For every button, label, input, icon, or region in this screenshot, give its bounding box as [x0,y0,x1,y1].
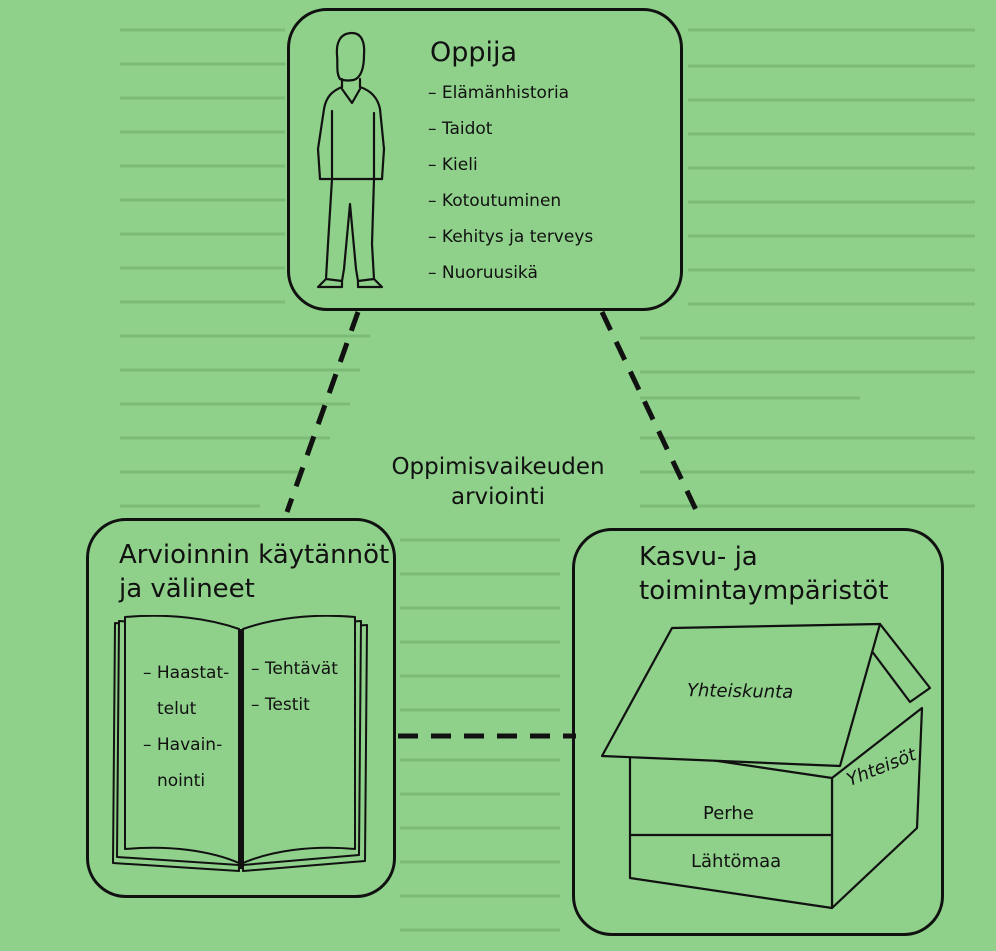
house-icon [600,622,932,910]
environments-box: Kasvu- ja toimintaympäristöt Yhteiskunta… [572,528,944,936]
learner-item: – Taidot [428,119,493,139]
center-label-line1: Oppimisvaikeuden [391,454,605,480]
learner-item: – Kehitys ja terveys [428,227,594,247]
learner-item: – Kieli [428,155,478,175]
practices-left-item: nointi [157,771,206,791]
learner-box: Oppija – Elämänhistoria – Taidot – Kieli… [287,8,683,311]
open-book-icon [112,615,368,872]
base-label: Lähtömaa [691,851,782,872]
practices-right-item: – Tehtävät [251,659,338,679]
connector-learner-practices [284,311,361,513]
center-label-line2: arviointi [451,484,545,510]
house-roof [600,622,882,768]
environments-title-line1: Kasvu- ja [639,542,758,572]
house-front-wall [628,746,834,910]
practices-title-line2: ja välineet [119,574,255,604]
learner-item: – Kotoutuminen [428,191,562,211]
practices-left-item: telut [157,699,197,719]
connector-learner-environments [599,310,700,514]
practices-right-item: – Testit [251,695,310,715]
learner-item: – Elämänhistoria [428,83,570,103]
practices-title-line1: Arvioinnin käytännöt [119,540,390,570]
environments-title-line2: toimintaympäristöt [639,576,889,606]
roof-label: Yhteiskunta [686,680,794,703]
learner-title: Oppija [430,37,518,68]
learner-item: – Nuoruusikä [428,263,538,283]
practices-box: Arvioinnin käytännöt ja välineet – Haast… [86,518,396,898]
front-label: Perhe [703,803,754,824]
practices-left-item: – Haastat- [143,663,230,683]
center-label: Oppimisvaikeuden arviointi [378,452,618,512]
person-figure-icon [316,31,386,289]
practices-left-item: – Havain- [143,735,223,755]
